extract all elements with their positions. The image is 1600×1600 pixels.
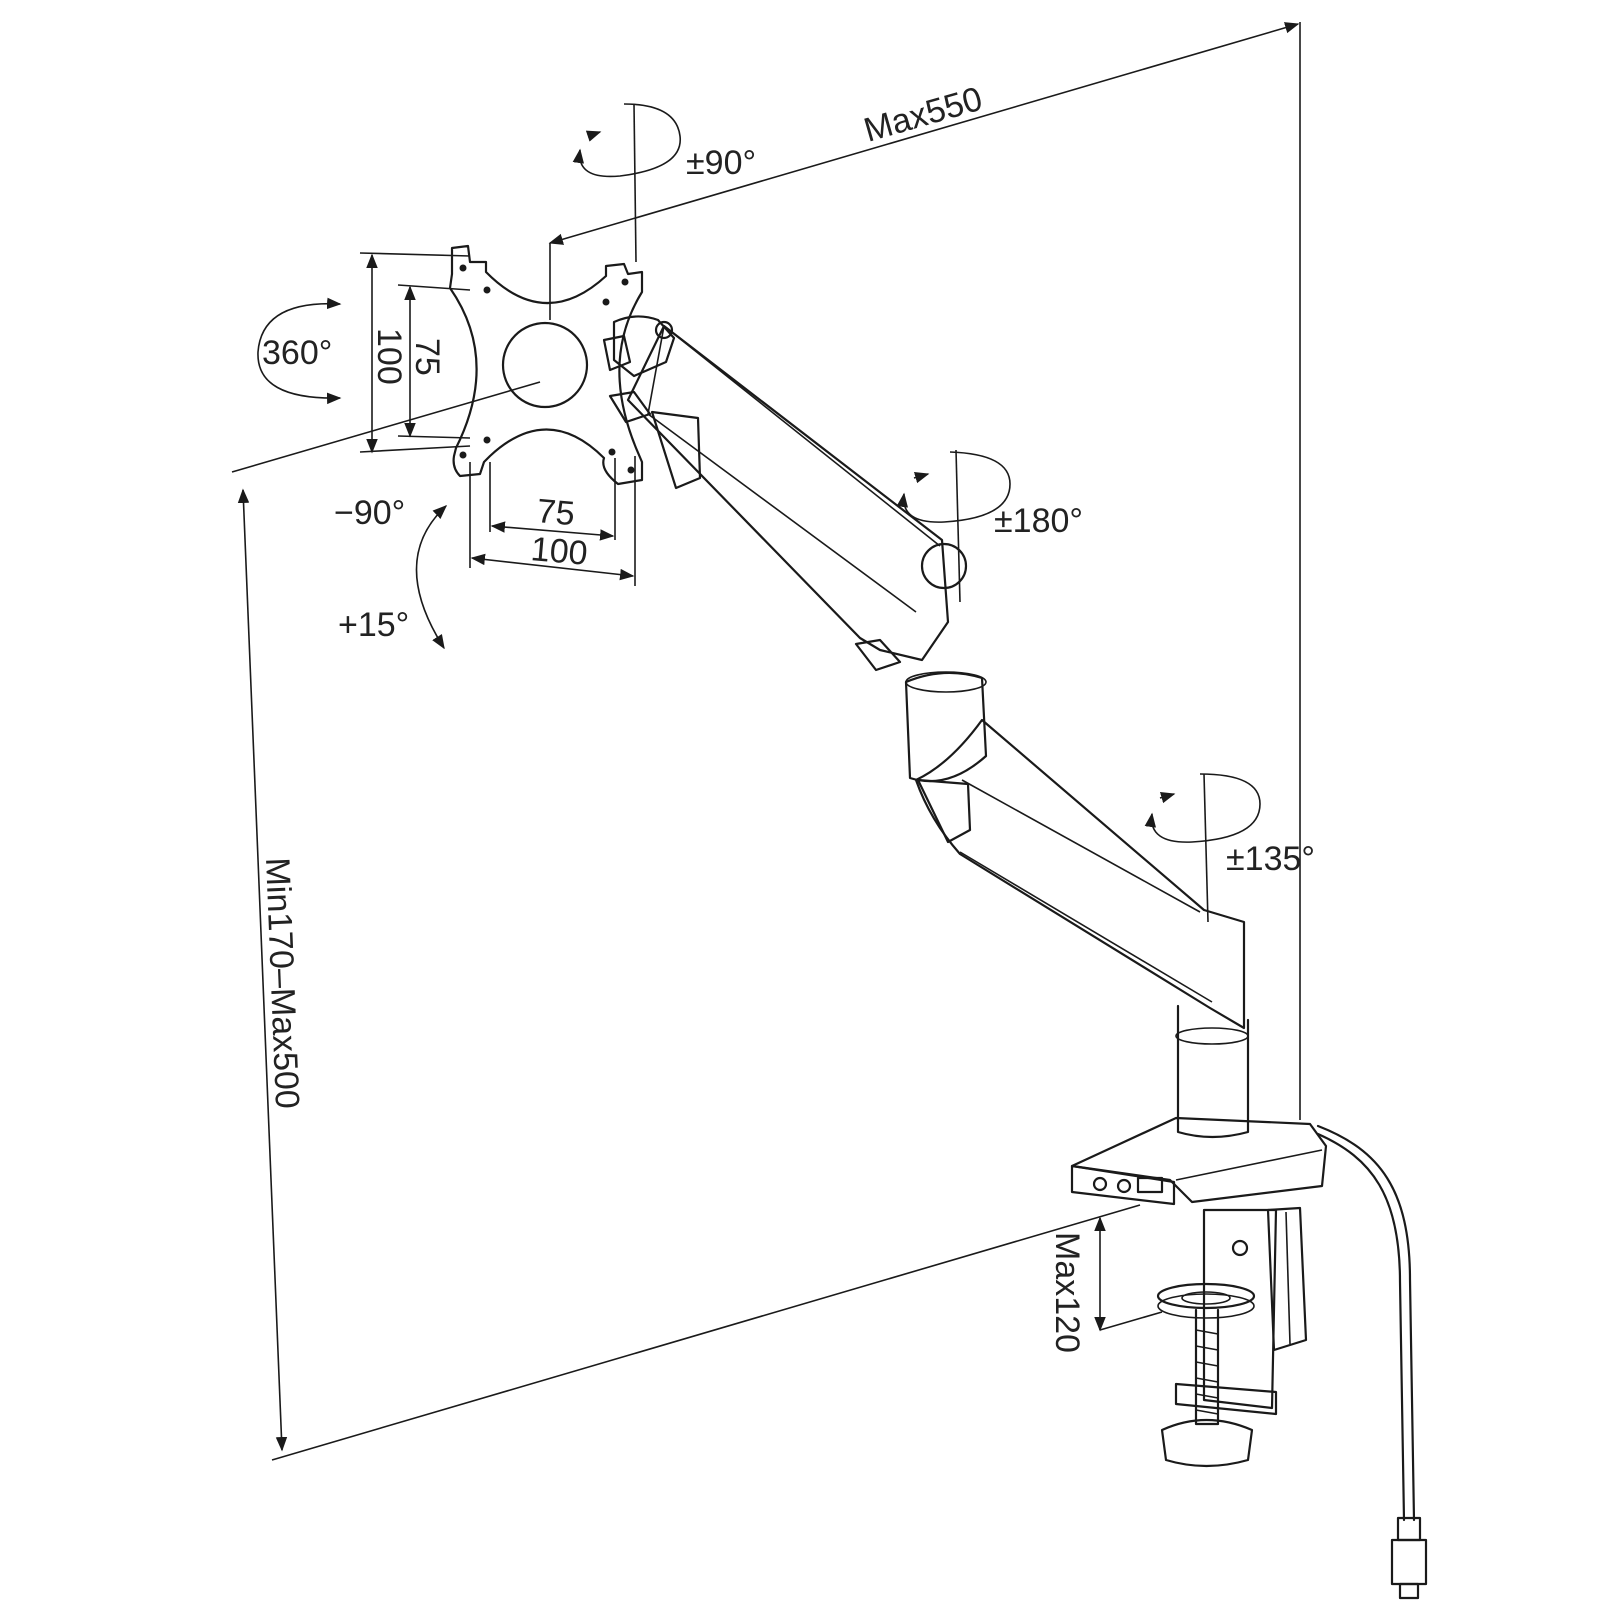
base-swivel-label: ±135° bbox=[1226, 840, 1315, 878]
support-pole bbox=[1175, 1004, 1250, 1139]
tilt-head bbox=[602, 315, 676, 424]
height-range-label: Min170–Max500 bbox=[258, 857, 306, 1110]
vesa-h-outer-label: 100 bbox=[529, 530, 589, 573]
desk-clamp bbox=[1156, 1206, 1308, 1468]
forearm-segment bbox=[626, 324, 968, 672]
vesa-v-inner-label: 75 bbox=[408, 338, 446, 376]
usb-cable bbox=[1316, 1124, 1428, 1600]
rotation-head-swivel: ±90° bbox=[572, 103, 756, 263]
elbow-swivel-label: ±180° bbox=[994, 502, 1083, 540]
elbow-joint bbox=[904, 671, 988, 783]
base-with-usb-ports bbox=[1070, 1116, 1328, 1206]
vesa-h-inner-label: 75 bbox=[535, 492, 576, 533]
rotation-360: 360° bbox=[257, 297, 342, 405]
lower-arm-segment bbox=[914, 718, 1246, 1030]
tilt-back-label: −90° bbox=[334, 494, 405, 532]
dimension-clamp-max: Max120 bbox=[1048, 1216, 1163, 1353]
clamp-max-label: Max120 bbox=[1048, 1232, 1086, 1353]
dimension-max-reach: Max550 bbox=[548, 22, 1301, 1120]
head-swivel-label: ±90° bbox=[686, 144, 756, 182]
dimension-vesa-vertical: 100 75 bbox=[359, 252, 471, 454]
max-reach-label: Max550 bbox=[860, 80, 987, 150]
vesa-v-outer-label: 100 bbox=[370, 328, 408, 385]
rotation-elbow-swivel: ±180° bbox=[896, 449, 1083, 603]
vesa-plate bbox=[448, 244, 644, 486]
dimension-height-range: Min170–Max500 bbox=[231, 381, 1141, 1461]
tilt-forward-label: +15° bbox=[338, 606, 409, 644]
rotation-base-swivel: ±135° bbox=[1144, 773, 1315, 923]
rotation-tilt: −90° +15° bbox=[334, 494, 448, 650]
dimension-vesa-horizontal: 75 100 bbox=[469, 456, 636, 586]
rotation-360-label: 360° bbox=[262, 334, 332, 372]
